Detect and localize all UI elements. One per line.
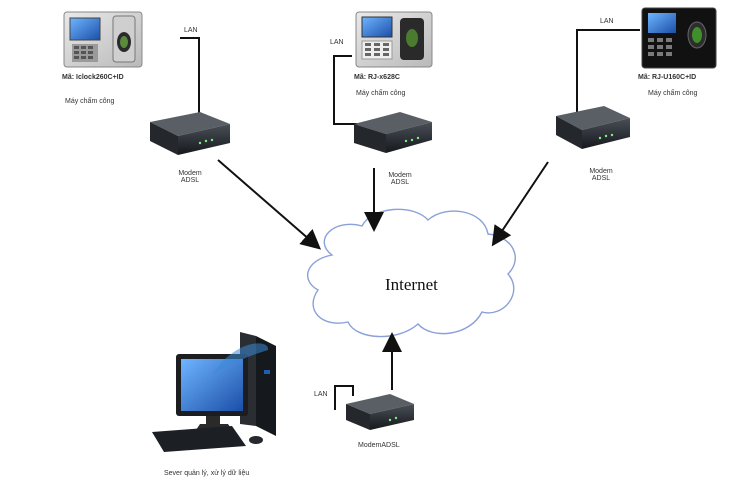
arrow-modem1-to-internet: [217, 159, 322, 250]
lan-cable-1: [180, 37, 200, 118]
internet-cloud: [307, 208, 516, 338]
modem-3-label-line1: Modem: [589, 168, 613, 175]
device-2-caption: Máy chấm công: [356, 90, 406, 97]
arrow-modem3-to-internet: [491, 161, 549, 247]
attendance-device-2-icon: [355, 11, 433, 68]
modem-4-label: ModemADSL: [358, 442, 400, 449]
lan-label-1: LAN: [184, 27, 198, 34]
device-3-caption: Máy chấm công: [648, 90, 698, 97]
lan-cable-2: [333, 55, 362, 125]
server-caption: Sever quản lý, xử lý dữ liệu: [164, 470, 250, 477]
modem-2-label: Modem ADSL: [380, 172, 420, 186]
modem-4-icon: [346, 394, 414, 430]
modem-2-label-line2: ADSL: [390, 179, 410, 186]
lan-label-3: LAN: [600, 18, 614, 25]
lan-label-4: LAN: [314, 391, 328, 398]
modem-1-label-line2: ADSL: [180, 177, 200, 184]
modem-3-label: Modem ADSL: [581, 168, 621, 182]
device-3-model: Mã: RJ-U160C+ID: [638, 74, 697, 81]
server-computer-icon: [152, 332, 276, 452]
attendance-device-3-icon: [641, 7, 717, 69]
device-1-model: Mã: Iclock260C+ID: [62, 74, 124, 81]
modem-1-icon: [150, 112, 230, 155]
lan-cables: [180, 29, 640, 410]
modem-3-icon: [556, 106, 630, 149]
device-2-model: Mã: RJ-x628C: [354, 74, 400, 81]
modem-1-label-line1: Modem: [178, 170, 202, 177]
attendance-device-1-icon: [63, 11, 143, 68]
device-1-caption: Máy chấm công: [65, 98, 115, 105]
lan-cable-4: [334, 385, 354, 410]
internet-label: Internet: [385, 275, 438, 294]
connection-arrows: [217, 159, 549, 390]
modem-2-icon: [354, 112, 432, 153]
modem-2-label-line1: Modem: [388, 172, 412, 179]
modem-1-label: Modem ADSL: [170, 170, 210, 184]
lan-cable-3: [576, 29, 640, 112]
modem-3-label-line2: ADSL: [591, 175, 611, 182]
lan-label-2: LAN: [330, 39, 344, 46]
